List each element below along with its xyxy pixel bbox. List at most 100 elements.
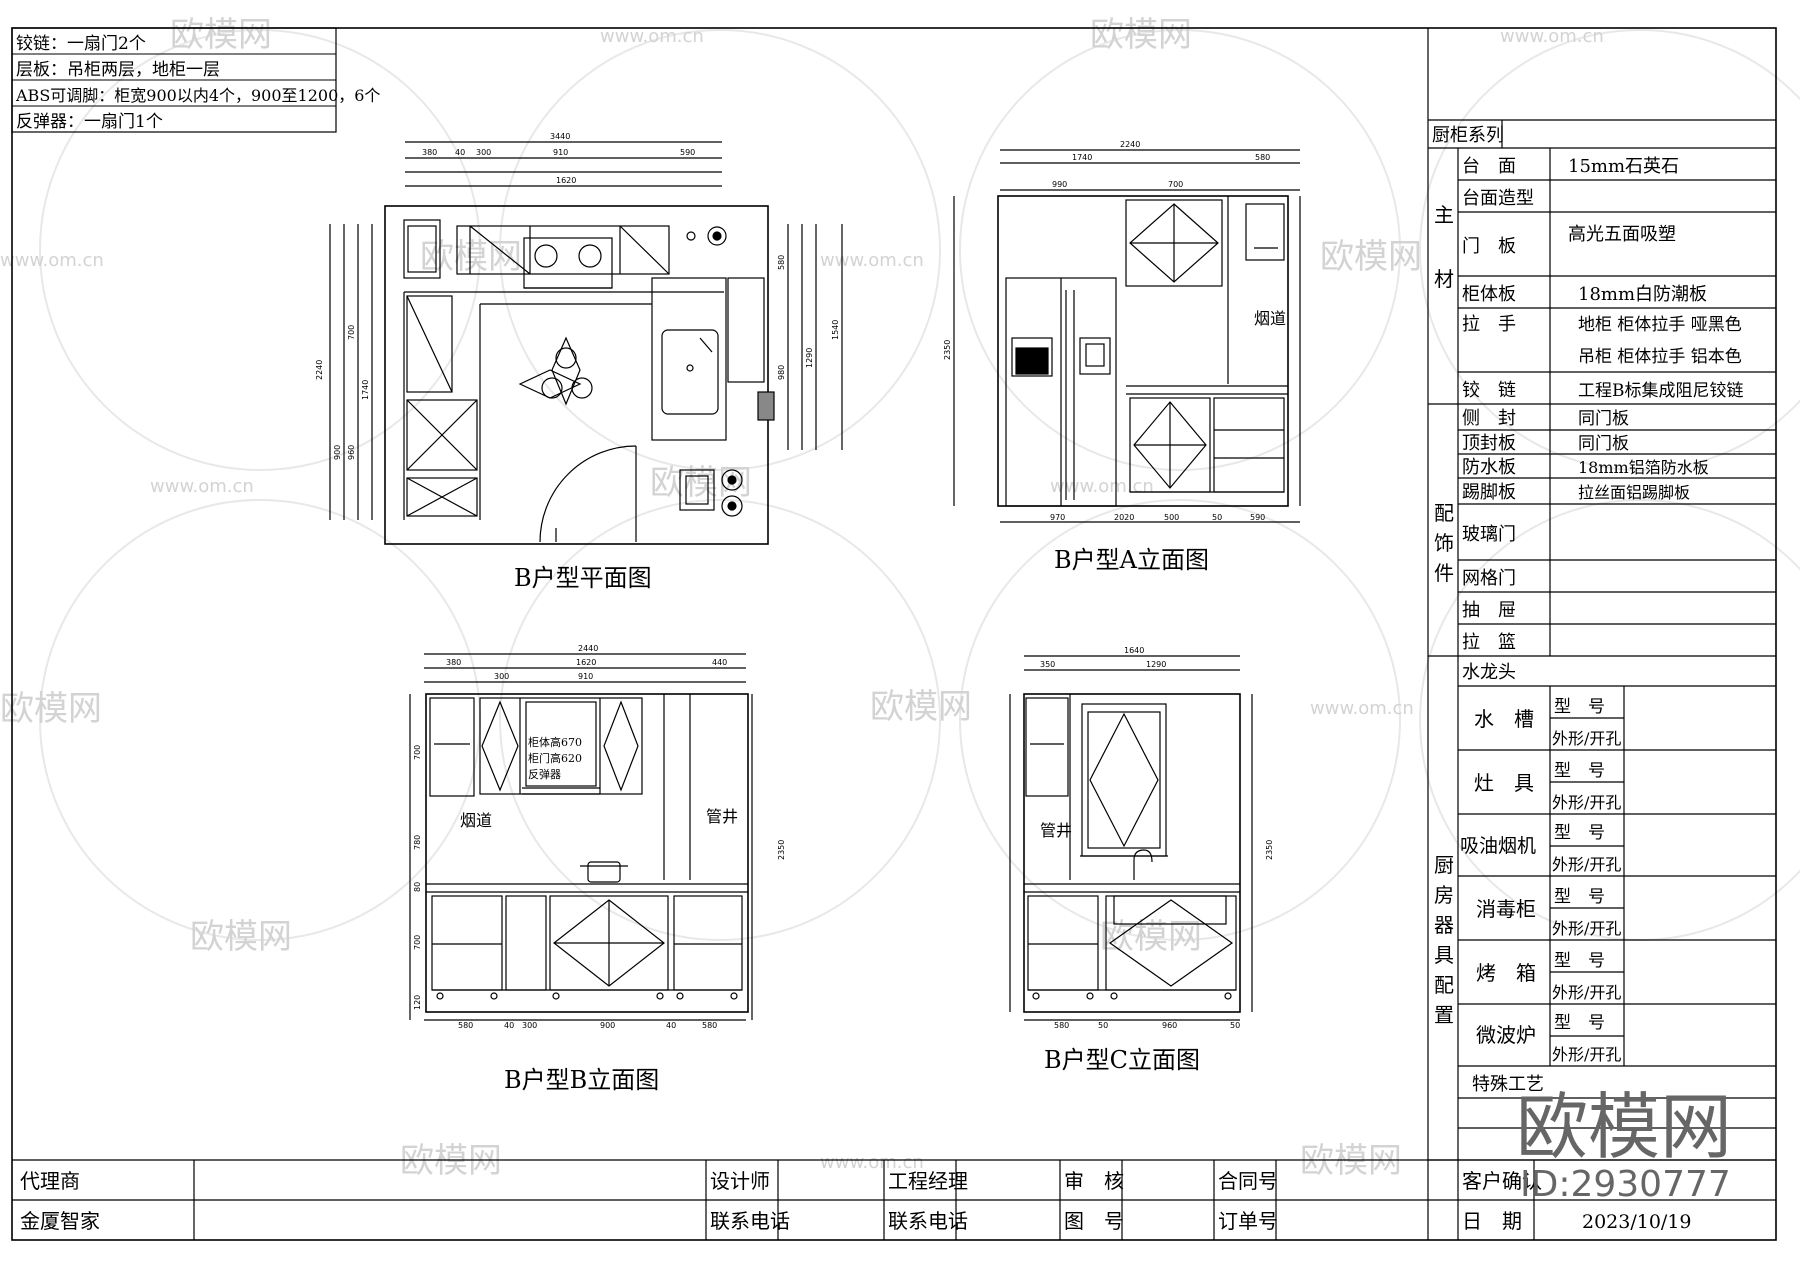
- elev-c-dim-bottom-580: 580: [1054, 1021, 1069, 1030]
- brand-watermark-id: ID:2930777: [1520, 1164, 1731, 1205]
- spec-acc-kick-key: 踢脚板: [1462, 482, 1516, 503]
- watermark-brand-3: 欧模网: [420, 237, 522, 277]
- footer-dealer-label: 代理商: [20, 1169, 80, 1193]
- spec-acc-side-value: 同门板: [1578, 409, 1629, 429]
- spec-row-countertop-value: 15mm石英石: [1568, 156, 1679, 177]
- watermark-site-2: www.om.cn: [1500, 26, 1604, 47]
- spec-hood-shape: 外形/开孔: [1552, 855, 1621, 874]
- spec-microwave-label: 微波炉: [1476, 1023, 1536, 1047]
- elev-b-dim-300: 300: [494, 672, 509, 681]
- spec-row-handle-value-1: 地柜 柜体拉手 哑黑色: [1578, 315, 1742, 335]
- elev-a-dim-580: 580: [1255, 153, 1270, 162]
- elev-c-dim-1290: 1290: [1146, 660, 1166, 669]
- watermark-site-3: www.om.cn: [0, 250, 104, 271]
- elev-b-dim-1620: 1620: [576, 658, 596, 667]
- footer-phone-label: 联系电话: [710, 1209, 790, 1233]
- watermark-site-7: www.om.cn: [1310, 698, 1414, 719]
- watermark-brand-4: 欧模网: [1320, 237, 1422, 277]
- spec-row-handle-value-2: 吊柜 柜体拉手 铝本色: [1578, 347, 1742, 367]
- spec-row-door-key: 门 板: [1462, 236, 1516, 257]
- footer-pm-label: 工程经理: [888, 1169, 968, 1193]
- elev-a-dim-bottom-970: 970: [1050, 513, 1065, 522]
- spec-hob-label: 灶 具: [1474, 771, 1534, 795]
- elev-b-side-700: 700: [413, 745, 422, 760]
- elevation-a-dims: 2240 1740 580 990 700 2350 970 2020 500 …: [943, 140, 1270, 522]
- spec-appliance-label-6: 置: [1434, 1003, 1454, 1027]
- elevation-b-dims: 2440 380 1620 440 300 910 2350 580 40 30…: [413, 644, 786, 1030]
- elev-c-dim-350: 350: [1040, 660, 1055, 669]
- elev-b-side-700b: 700: [413, 935, 422, 950]
- elevation-c: [1009, 655, 1253, 1021]
- spec-microwave-shape: 外形/开孔: [1552, 1045, 1621, 1064]
- watermark-brand-11: 欧模网: [1300, 1141, 1402, 1181]
- plan-dim-1290: 1290: [805, 348, 814, 368]
- watermark-brand-6: 欧模网: [0, 689, 102, 729]
- elev-a-dim-700: 700: [1168, 180, 1183, 189]
- footer-phone2-label: 联系电话: [888, 1209, 968, 1233]
- elev-b-side-80: 80: [413, 882, 422, 892]
- note-shelf: 层板：吊柜两层，地柜一层: [16, 60, 220, 80]
- spec-acc-glass-key: 玻璃门: [1462, 524, 1516, 545]
- plan-dim-910: 910: [553, 148, 568, 157]
- elev-c-dim-bottom-960: 960: [1162, 1021, 1177, 1030]
- plan-title: B户型平面图: [514, 564, 652, 592]
- elev-a-title: B户型A立面图: [1054, 546, 1209, 574]
- elev-a-dim-990: 990: [1052, 180, 1067, 189]
- spec-row-handle-key: 拉 手: [1462, 314, 1516, 335]
- elev-b-dim-bottom-900: 900: [600, 1021, 615, 1030]
- footer-contract-label: 合同号: [1218, 1169, 1278, 1193]
- spec-row-countershape-key: 台面造型: [1462, 188, 1534, 209]
- spec-acc-waterproof-key: 防水板: [1462, 457, 1516, 478]
- watermark-site-1: www.om.cn: [600, 26, 704, 47]
- spec-acc-grid-key: 网格门: [1462, 568, 1516, 589]
- elev-b-dim-440: 440: [712, 658, 727, 667]
- spec-row-carcass-key: 柜体板: [1462, 284, 1516, 305]
- elev-a-dim-bottom-500: 500: [1164, 513, 1179, 522]
- elev-c-dim-bottom-50: 50: [1098, 1021, 1108, 1030]
- watermark-brand-2: 欧模网: [1090, 15, 1192, 55]
- elev-a-dim-1740: 1740: [1072, 153, 1092, 162]
- note-rebounder: 反弹器：一扇门1个: [16, 112, 163, 132]
- footer-drawing-label: 图 号: [1064, 1209, 1124, 1233]
- elev-b-note-1: 柜体高670: [528, 735, 582, 749]
- plan-dim-2240: 2240: [315, 360, 324, 380]
- footer-client-label: 客户确认: [1462, 1169, 1542, 1193]
- plan-dim-300: 300: [476, 148, 491, 157]
- elev-a-flue-label-1: 烟道: [1254, 309, 1286, 328]
- elev-a-dim-bottom-2020: 2020: [1114, 513, 1134, 522]
- watermark-site-4: www.om.cn: [820, 250, 924, 271]
- plan-dimensions: 3440 380 40 300 910 590 1620 2240 1740 9…: [315, 132, 840, 460]
- spec-accessory-label-3: 件: [1434, 561, 1454, 585]
- spec-appliance-label-2: 房: [1434, 883, 1454, 907]
- plan-dim-1740: 1740: [361, 380, 370, 400]
- spec-oven-shape: 外形/开孔: [1552, 983, 1621, 1002]
- spec-hood-label: 吸油烟机: [1460, 835, 1536, 857]
- spec-acc-waterproof-value: 18mm铝箔防水板: [1578, 458, 1709, 477]
- footer-order-label: 订单号: [1218, 1209, 1278, 1233]
- brand-watermark-logo: 欧模网: [1516, 1085, 1732, 1169]
- spec-oven-model: 型 号: [1554, 951, 1605, 971]
- spec-sink-model: 型 号: [1554, 697, 1605, 717]
- watermark-brand-10: 欧模网: [400, 1141, 502, 1181]
- spec-header: 厨柜系列: [1432, 125, 1504, 146]
- watermark-brand-8: 欧模网: [190, 917, 292, 957]
- spec-accessory-label-2: 饰: [1434, 531, 1454, 555]
- sheet-frame: [11, 27, 1777, 1241]
- elev-a-dim-bottom-50: 50: [1212, 513, 1222, 522]
- elev-c-dim-height: 2350: [1265, 840, 1274, 860]
- elev-a-dim-bottom-590: 590: [1250, 513, 1265, 522]
- elev-c-shaft-label: 管井: [1040, 821, 1072, 840]
- elev-b-side-780: 780: [413, 835, 422, 850]
- footer-dealer-value: 金厦智家: [20, 1209, 100, 1233]
- spec-row-countertop-key: 台 面: [1462, 156, 1516, 177]
- elev-b-dim-380: 380: [446, 658, 461, 667]
- watermark-site-6: www.om.cn: [1050, 476, 1154, 497]
- note-hinge: 铰链：一扇门2个: [16, 34, 146, 54]
- plan-dim-960: 960: [347, 445, 356, 460]
- elev-b-side-120: 120: [413, 995, 422, 1010]
- spec-appliance-label-5: 配: [1434, 973, 1454, 997]
- watermark-site-5: www.om.cn: [150, 476, 254, 497]
- spec-row-carcass-value: 18mm白防潮板: [1578, 284, 1707, 305]
- elev-c-dim-total: 1640: [1124, 646, 1144, 655]
- watermark-brand-9: 欧模网: [1100, 917, 1202, 957]
